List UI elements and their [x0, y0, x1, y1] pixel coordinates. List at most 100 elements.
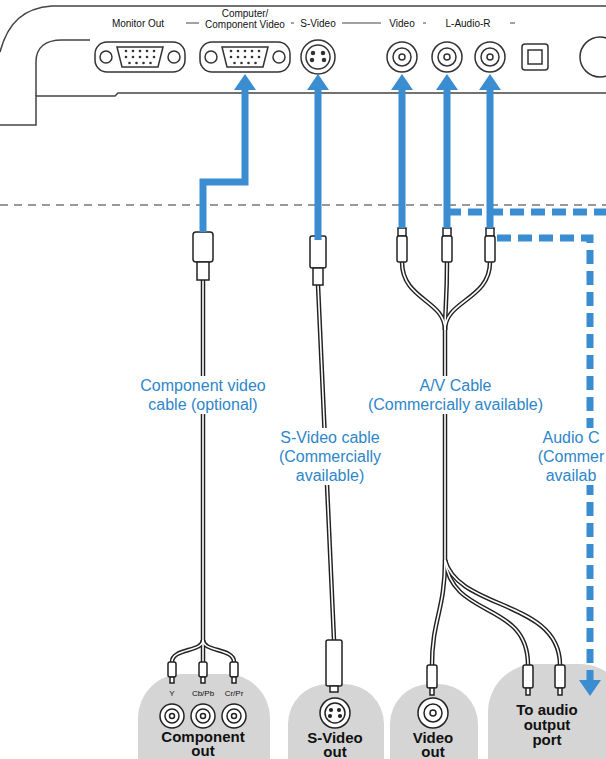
cable-plug: [330, 686, 338, 692]
port-pins: [240, 62, 243, 65]
cable: [172, 262, 560, 665]
s-video-port: [301, 40, 335, 74]
port-pins: [135, 62, 138, 65]
port-label: Video: [381, 18, 423, 29]
projector-panel: [0, 93, 606, 125]
vga-port: [273, 51, 285, 63]
cable-plug: [310, 236, 326, 268]
vga-port: [205, 51, 217, 63]
port-pins: [132, 50, 135, 53]
cable: [402, 262, 445, 330]
arrow-head: [479, 74, 501, 90]
area-shape: [390, 684, 478, 759]
divider-line: [0, 205, 606, 206]
port-pins: [233, 62, 236, 65]
port-pins: [153, 50, 156, 53]
signal-name: Cr/Pr: [219, 689, 249, 698]
output-jack: [325, 703, 345, 723]
port-pins: [139, 56, 142, 59]
port-pins: [258, 56, 261, 59]
port-pins: [149, 62, 152, 65]
cable-plug: [486, 228, 494, 236]
cable-plug: [558, 688, 562, 695]
cable-label: S-Video cable (Commercially available): [265, 428, 395, 485]
cable-plug: [326, 640, 342, 686]
port-label: L-Audio-R: [426, 18, 510, 29]
port-pins: [132, 56, 135, 59]
output-jack: [424, 704, 442, 722]
port-name: To audio output port: [509, 702, 585, 747]
signal-arrow: [203, 88, 245, 232]
usb-port: [580, 37, 606, 77]
signal-arrow: [315, 88, 322, 240]
output-jack: [160, 704, 184, 728]
arrow-head: [307, 74, 329, 90]
port-pins: [125, 50, 261, 65]
port-name: S-Video out: [299, 731, 371, 759]
output-jack: [232, 714, 237, 719]
arrow-head: [234, 74, 256, 90]
s-video-port: [322, 52, 325, 55]
arrow-head: [579, 680, 601, 696]
usb-port: [522, 37, 606, 77]
vga-port: [117, 47, 163, 67]
rca-port: [432, 42, 462, 72]
port-pins: [237, 50, 240, 53]
cable-plug: [193, 232, 213, 262]
projector-panel: [36, 40, 90, 96]
port-pins: [244, 50, 247, 53]
rca-port: [393, 48, 411, 66]
cable-plug: [398, 228, 406, 236]
cable-plug: [197, 262, 209, 280]
signal-arrow: [447, 209, 606, 216]
projector-panel: [0, 6, 606, 52]
cable-label: Audio C (Commer availab: [536, 428, 606, 485]
cable: [402, 262, 445, 330]
cable-plug: [430, 688, 434, 695]
output-jack: [339, 715, 342, 718]
port-pins: [153, 56, 156, 59]
s-video-port: [312, 52, 315, 55]
port-name: Video out: [402, 731, 464, 759]
output-jack: [330, 709, 333, 712]
cable: [443, 330, 448, 560]
output-jack: [338, 709, 341, 712]
output-jack: [165, 709, 179, 723]
port-label: S-Video: [294, 18, 342, 29]
signal-arrow: [487, 88, 494, 228]
port-label: Monitor Out: [100, 18, 176, 29]
cable: [445, 262, 490, 330]
vga-port: [95, 42, 290, 72]
output-jack: [196, 709, 210, 723]
output-jack: [227, 709, 241, 723]
arrow-head: [391, 74, 413, 90]
port-pins: [146, 50, 149, 53]
cable-plug: [443, 228, 451, 236]
port-pins: [230, 56, 233, 59]
output-jack: [418, 698, 448, 728]
cable: [202, 280, 204, 640]
port-pins: [142, 62, 145, 65]
cable-plug: [232, 677, 236, 683]
rca-port: [444, 54, 450, 60]
divider-line: [0, 205, 606, 206]
area-shape: [138, 674, 270, 759]
cable-plug: [313, 268, 323, 285]
rca-port: [399, 54, 405, 60]
output-jack: [201, 714, 206, 719]
port-pins: [251, 50, 254, 53]
cable-plug: [230, 662, 238, 677]
output-jack: [160, 698, 448, 728]
vga-port: [200, 42, 290, 72]
signal-name: Y: [157, 689, 187, 698]
arrow-head: [234, 74, 601, 696]
vga-port: [95, 42, 185, 72]
cable-plug: [442, 236, 452, 262]
cable-label: Component video cable (optional): [128, 376, 278, 414]
port-pins: [125, 56, 128, 59]
output-jack: [320, 698, 350, 728]
port-name: Component out: [153, 730, 253, 758]
port-pins: [230, 50, 233, 53]
cable-plug: [485, 236, 495, 262]
cable-plug: [555, 665, 565, 688]
